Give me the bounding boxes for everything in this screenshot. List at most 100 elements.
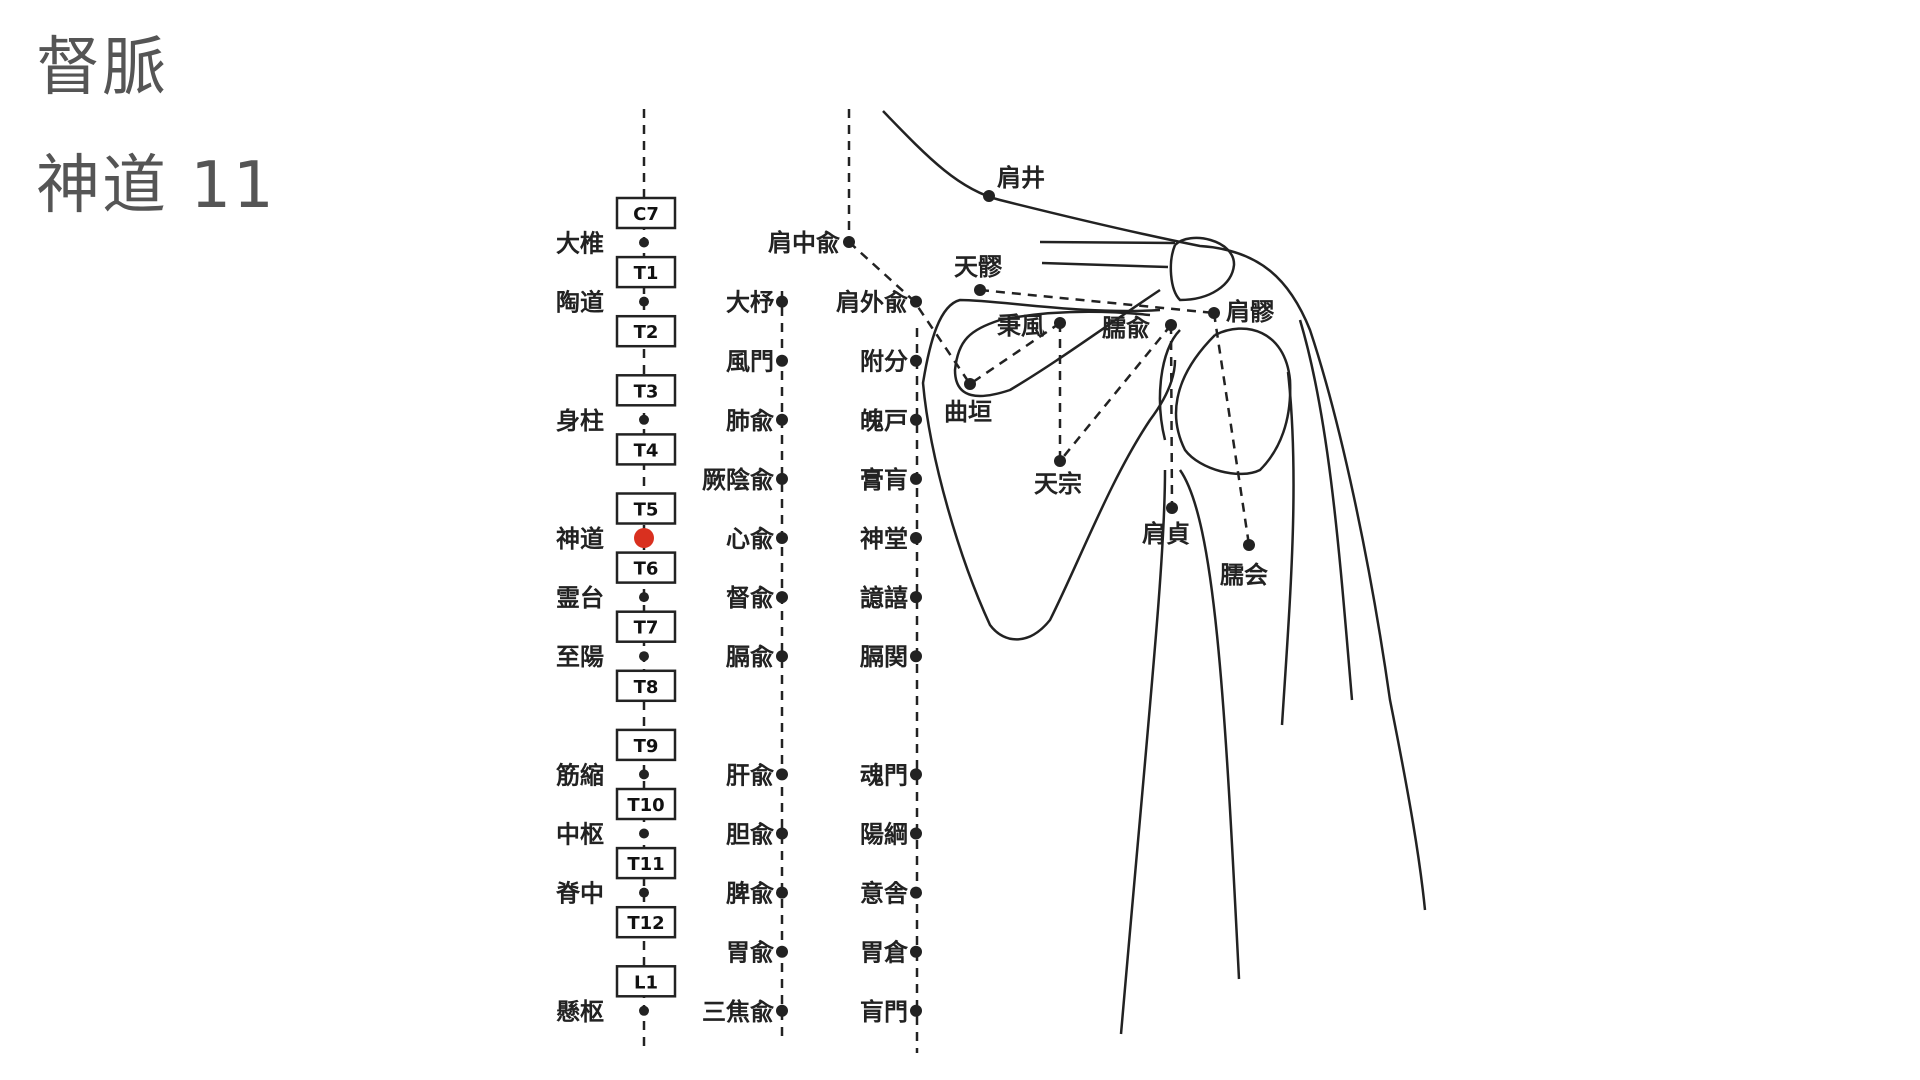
acupoint-dot: [776, 827, 788, 840]
arm-outer: [1298, 319, 1354, 701]
vertebra-box: [615, 905, 677, 939]
acupoint-dot: [639, 769, 649, 780]
shoulder-point-label: 曲垣: [944, 398, 992, 426]
vertebra-label: T5: [634, 500, 659, 521]
acupoint-dot: [776, 945, 788, 958]
acupoint-dot: [910, 354, 922, 367]
vertebra-label: C7: [633, 204, 659, 225]
connection-dashed-line: [969, 321, 1061, 386]
bladder-inner-label: 風門: [726, 348, 774, 376]
connection-dashed-line: [848, 241, 972, 385]
vertebra-box: [615, 551, 677, 584]
vertebra-label: T11: [627, 854, 664, 875]
acupoint-dot: [639, 828, 649, 839]
scapula-inner: [953, 288, 1161, 398]
glenoid: [1158, 329, 1181, 441]
vertebra-label: T9: [634, 736, 659, 757]
vertebra-box: [615, 314, 677, 348]
humerus-head: [1174, 327, 1292, 476]
acupoint-dot: [776, 472, 788, 485]
vertebra-label: T3: [634, 381, 659, 402]
vertebra-label: T7: [634, 618, 659, 639]
vertebra-box: [615, 374, 677, 407]
bladder-inner-label: 脾兪: [726, 880, 774, 908]
bladder-inner-label: 督兪: [726, 584, 774, 612]
bladder-outer-label: 肩外兪: [836, 289, 908, 317]
acupoint-dot: [639, 237, 649, 248]
acupoint-dot: [639, 592, 649, 603]
acupoint-dot: [910, 413, 922, 426]
acupoint-dot: [1166, 502, 1178, 514]
connection-dashed-line: [1169, 324, 1174, 509]
shoulder-point-label: 臑兪: [1102, 314, 1150, 342]
acupoint-dot: [776, 886, 788, 899]
vertebra-label: T1: [634, 263, 659, 284]
shoulder-point-label: 臑会: [1220, 561, 1268, 589]
acupoint-dot: [639, 887, 649, 898]
acupoint-dot: [910, 472, 922, 485]
arm-inner-2: [1178, 469, 1241, 980]
vertebra-box: [615, 196, 677, 230]
acupoint-dot: [1243, 539, 1255, 551]
bladder-outer-label: 膏肓: [860, 466, 908, 494]
bladder-inner-label: 膈兪: [725, 643, 774, 671]
acupoint-dot: [776, 295, 788, 308]
acupoint-dot: [974, 284, 986, 296]
vertebra-label: T4: [634, 440, 659, 461]
shoulder-point-label: 肩中兪: [768, 229, 840, 257]
acupoint-dot: [776, 532, 788, 544]
acupoint-dot: [910, 768, 922, 781]
arm-mid: [1280, 371, 1295, 726]
bladder-outer-label: 胃倉: [860, 939, 909, 967]
vertebra-label: T8: [634, 677, 659, 698]
acupoint-dot: [1208, 307, 1220, 319]
bladder-outer-label: 魄戸: [860, 407, 908, 435]
acupoint-dot: [910, 591, 922, 604]
acupoint-dot: [776, 413, 788, 426]
bladder-outer-label: 陽綱: [860, 821, 908, 849]
vertebra-box: [615, 255, 677, 289]
vertebra-label: T6: [634, 559, 659, 580]
acupoint-dot: [776, 650, 788, 663]
acupoint-dot: [983, 190, 995, 202]
acupoint-dot: [910, 532, 922, 544]
acupoint-dot: [910, 650, 922, 663]
bladder-inner-label: 肺兪: [726, 407, 774, 435]
bladder-inner-label: 胃兪: [726, 939, 774, 967]
vertebra-box: [615, 965, 677, 998]
acupoint-dot: [776, 591, 788, 604]
bladder-outer-label: 神堂: [860, 525, 908, 553]
acupoint-dot: [1165, 319, 1177, 331]
governor-point-label: 陶道: [556, 289, 604, 317]
scapular-spine-lower: [1041, 261, 1169, 269]
acromion: [1169, 236, 1236, 302]
shoulder-point-label: 肩髎: [1226, 298, 1274, 326]
governor-point-label: 大椎: [556, 230, 604, 258]
governor-point-label: 身柱: [556, 407, 604, 435]
bladder-inner-label: 心兪: [726, 525, 774, 553]
bladder-outer-label: 意舎: [860, 880, 909, 908]
vertebra-box: [615, 610, 677, 643]
governor-point-label: 懸枢: [556, 998, 604, 1026]
connection-dashed-line: [1212, 312, 1251, 546]
vertebra-box: [615, 728, 677, 762]
bladder-outer-label: 肓門: [860, 998, 908, 1026]
vertebra-label: T2: [634, 322, 659, 343]
acupoint-dot: [910, 886, 922, 899]
vertebra-box: [615, 492, 677, 525]
vertebra-label: L1: [634, 972, 658, 993]
acupoint-dot: [910, 1004, 922, 1017]
vertebra-label: T12: [627, 913, 664, 934]
bladder-outer-label: 譩譆: [860, 584, 908, 612]
scapular-spine-upper: [1039, 240, 1176, 245]
governor-point-label: 中枢: [556, 821, 604, 849]
vertebra-box: [615, 433, 677, 466]
highlight-point: [634, 528, 654, 548]
acupoint-dot: [776, 1004, 788, 1017]
vertebra-box: [615, 669, 677, 703]
acupoint-dot: [910, 945, 922, 958]
bladder-inner-label: 肝兪: [726, 761, 774, 789]
governor-point-label: 筋縮: [555, 761, 604, 789]
vertebra-label: T10: [627, 795, 664, 816]
acupoint-dot: [964, 378, 976, 390]
